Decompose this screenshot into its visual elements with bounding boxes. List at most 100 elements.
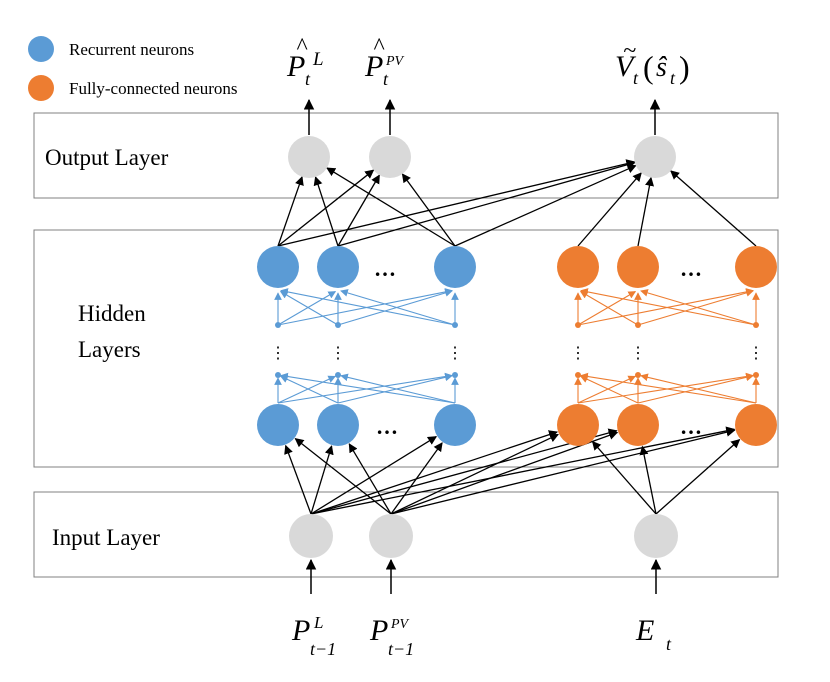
fc-lower-arrow	[580, 372, 757, 404]
legend: Recurrent neurons Fully-connected neuron…	[28, 36, 238, 101]
output-value-arg-sub: t	[670, 68, 676, 88]
recurrent-dot	[335, 322, 341, 328]
fc-upper-arrow	[580, 288, 757, 326]
hidden-to-output-arrow	[277, 159, 636, 247]
legend-fc-swatch	[28, 75, 54, 101]
recurrent-upper-arrow	[337, 289, 453, 326]
connections	[274, 98, 760, 594]
legend-fc-label: Fully-connected neurons	[69, 79, 238, 98]
fc-dot	[753, 372, 759, 378]
input-label-e: E t	[635, 614, 672, 654]
legend-recurrent-label: Recurrent neurons	[69, 40, 194, 59]
hidden-to-output-arrow	[637, 176, 654, 247]
recurrent-upper-arrow	[277, 288, 453, 326]
input-p-load-base: P	[291, 614, 310, 647]
recurrent-lower-arrow	[280, 375, 339, 404]
recurrent-upper-arrow	[279, 291, 339, 326]
fc-lower-arrow	[577, 375, 636, 404]
output-p-pv-accent: ^	[373, 34, 385, 60]
output-value-base: V	[615, 50, 637, 83]
vdots-f2: ⋮	[630, 345, 646, 362]
fc-dot	[753, 322, 759, 328]
fc-lower-arrow	[580, 375, 639, 404]
vdots-f1: ⋮	[570, 345, 586, 362]
hidden-to-output-arrow	[577, 172, 642, 247]
output-label-value: ~ V t ( ŝ t )	[615, 38, 690, 88]
input-to-hidden-arrow	[284, 444, 312, 515]
hidden-to-output-arrow	[401, 173, 456, 247]
input-layer-label: Input Layer	[52, 525, 160, 550]
output-neuron	[634, 136, 676, 178]
fc-dot	[635, 372, 641, 378]
input-p-pv-sup: PV	[390, 617, 410, 632]
fc-lower-arrow	[637, 373, 754, 404]
vdots-r1: ⋮	[270, 345, 286, 362]
input-label-p-pv: P PV t−1	[369, 614, 414, 659]
input-e-base: E	[635, 614, 654, 647]
fc-neuron	[557, 404, 599, 446]
fc-dot	[575, 322, 581, 328]
output-p-load-base: P	[286, 50, 305, 83]
output-value-rparen: )	[679, 49, 690, 85]
input-to-hidden-arrow	[294, 438, 392, 515]
recurrent-upper-arrow	[280, 288, 456, 326]
hidden-to-output-arrow	[337, 160, 636, 247]
hidden-layers-label-line1: Hidden	[78, 301, 146, 326]
input-neuron	[289, 514, 333, 558]
recurrent-neuron	[257, 404, 299, 446]
input-to-hidden-arrow	[390, 430, 619, 515]
input-p-load-sub: t−1	[310, 639, 336, 659]
vdots-r3: ⋮	[447, 345, 463, 362]
output-p-pv-base: P	[364, 50, 383, 83]
hidden-to-output-arrow	[454, 164, 637, 247]
input-p-pv-base: P	[369, 614, 388, 647]
recurrent-lower-arrow	[277, 375, 336, 404]
output-p-load-sub: t	[305, 69, 311, 89]
hidden-layers-label-line2: Layers	[78, 337, 141, 362]
fc-upper-arrow	[577, 288, 754, 326]
hidden-to-output-arrow	[326, 167, 456, 247]
input-p-pv-sub: t−1	[388, 639, 414, 659]
output-p-load-sup: L	[312, 49, 324, 70]
vdots-r2: ⋮	[330, 345, 346, 362]
fc-neuron	[617, 404, 659, 446]
input-to-hidden-arrow	[390, 433, 559, 515]
output-neuron	[288, 136, 330, 178]
recurrent-neuron	[434, 246, 476, 288]
fc-dot	[575, 372, 581, 378]
input-to-hidden-arrow	[310, 436, 438, 515]
input-neuron	[634, 514, 678, 558]
output-value-lparen: (	[643, 49, 654, 85]
vdots-f3: ⋮	[748, 345, 764, 362]
input-e-sub: t	[666, 634, 672, 654]
output-value-sub: t	[633, 68, 639, 88]
output-p-pv-sup: PV	[385, 54, 405, 69]
output-value-arg: ŝ	[656, 52, 668, 83]
fc-upper-arrow	[577, 291, 637, 326]
input-label-p-load: P L t−1	[291, 613, 336, 659]
hidden-layers-box	[33, 229, 779, 468]
input-to-hidden-arrow	[390, 442, 443, 515]
input-to-hidden-arrow	[591, 440, 657, 515]
recurrent-dot	[335, 372, 341, 378]
input-p-load-sup: L	[313, 613, 323, 632]
recurrent-lower-arrow	[340, 373, 456, 404]
recurrent-dot	[275, 372, 281, 378]
recurrent-neuron	[317, 404, 359, 446]
input-to-hidden-arrow	[655, 439, 741, 515]
fc-upper-arrow	[579, 291, 639, 326]
fc-neuron	[735, 404, 777, 446]
input-to-hidden-arrow	[310, 430, 558, 515]
input-to-hidden-arrow	[348, 443, 392, 515]
fc-neuron	[735, 246, 777, 288]
recurrent-neuron	[434, 404, 476, 446]
output-label-p-load: ^ P L t	[286, 34, 324, 89]
fc-upper-arrow	[640, 289, 757, 326]
fc-lower-arrow	[640, 373, 757, 404]
fc-neuron	[617, 246, 659, 288]
input-to-hidden-arrow	[310, 445, 334, 515]
output-p-pv-sub: t	[383, 69, 389, 89]
input-to-hidden-arrow	[310, 428, 618, 515]
recurrent-upper-arrow	[340, 289, 456, 326]
fc-dot	[635, 322, 641, 328]
